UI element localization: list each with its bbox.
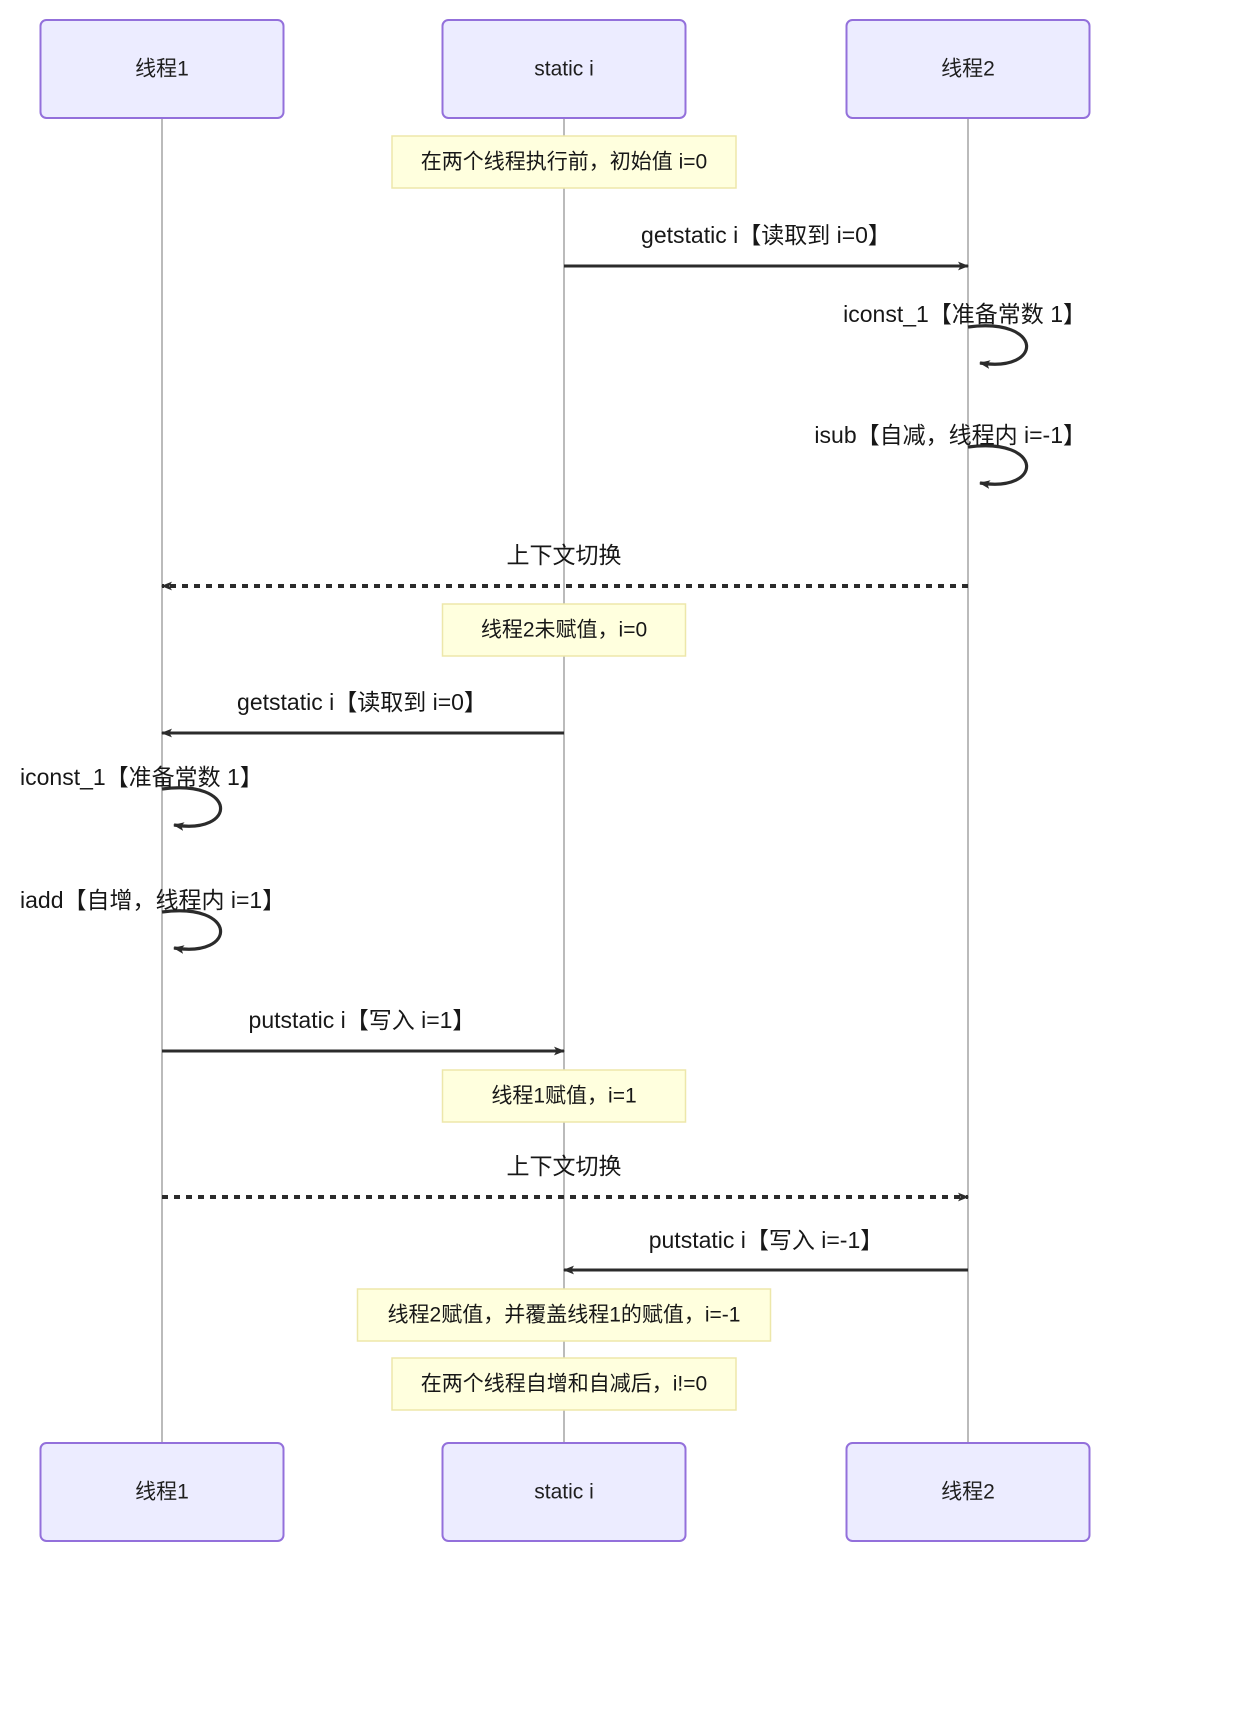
note-note1: 在两个线程执行前，初始值 i=0 bbox=[391, 135, 737, 189]
lifelines-group bbox=[161, 118, 969, 1443]
participant-bottom-box-static[interactable] bbox=[441, 1442, 687, 1542]
message-m10[interactable]: putstatic i【写入 i=-1】 bbox=[563, 1227, 968, 1275]
participant-top-label-static: static i bbox=[534, 58, 594, 81]
participant-top-label-t1: 线程1 bbox=[135, 58, 189, 81]
message-m2[interactable]: iconst_1【准备常数 1】 bbox=[843, 301, 1086, 369]
note-note3: 线程1赋值，i=1 bbox=[441, 1069, 687, 1123]
self-loop-m6 bbox=[161, 786, 223, 831]
note-box-note4 bbox=[356, 1288, 772, 1342]
message-m9[interactable]: 上下文切换 bbox=[162, 1153, 969, 1202]
participant-top-box-t2[interactable] bbox=[845, 19, 1091, 119]
message-label-m4: 上下文切换 bbox=[507, 542, 622, 568]
note-label-note1: 在两个线程执行前，初始值 i=0 bbox=[421, 151, 707, 174]
message-m6[interactable]: iconst_1【准备常数 1】 bbox=[20, 764, 263, 831]
note-box-note5 bbox=[391, 1357, 737, 1411]
note-box-note2 bbox=[441, 603, 687, 657]
note-box-note1 bbox=[391, 135, 737, 189]
notes-group: 在两个线程执行前，初始值 i=0 线程2未赋值，i=0 线程1赋值，i=1 线程2赋值… bbox=[356, 135, 772, 1411]
participant-bottom-label-t1: 线程1 bbox=[135, 1481, 189, 1504]
participant-bottom-box-t1[interactable] bbox=[39, 1442, 285, 1542]
message-m3[interactable]: isub【自减，线程内 i=-1】 bbox=[814, 422, 1086, 489]
message-label-m10: putstatic i【写入 i=-1】 bbox=[649, 1227, 884, 1253]
note-label-note2: 线程2未赋值，i=0 bbox=[481, 619, 647, 642]
message-m7[interactable]: iadd【自增，线程内 i=1】 bbox=[20, 887, 285, 954]
self-loop-m7 bbox=[161, 909, 223, 954]
message-label-m5: getstatic i【读取到 i=0】 bbox=[237, 689, 487, 715]
message-m8[interactable]: putstatic i【写入 i=1】 bbox=[162, 1007, 565, 1056]
note-box-note3 bbox=[441, 1069, 687, 1123]
messages-group: getstatic i【读取到 i=0】 iconst_1【准备常数 1】 isub… bbox=[20, 222, 1086, 1275]
message-label-m1: getstatic i【读取到 i=0】 bbox=[641, 222, 891, 248]
message-label-m9: 上下文切换 bbox=[507, 1153, 622, 1179]
participant-top-label-t2: 线程2 bbox=[941, 58, 995, 81]
bottom-actors-group: 线程1 static i 线程2 bbox=[39, 1442, 1091, 1542]
self-loop-m2 bbox=[967, 324, 1029, 369]
note-note4: 线程2赋值，并覆盖线程1的赋值，i=-1 bbox=[356, 1288, 772, 1342]
participant-bottom-label-static: static i bbox=[534, 1481, 594, 1504]
message-label-m2: iconst_1【准备常数 1】 bbox=[843, 301, 1086, 327]
participant-bottom-box-t2[interactable] bbox=[845, 1442, 1091, 1542]
participant-top-box-static[interactable] bbox=[441, 19, 687, 119]
note-note2: 线程2未赋值，i=0 bbox=[441, 603, 687, 657]
message-label-m8: putstatic i【写入 i=1】 bbox=[249, 1007, 476, 1033]
message-label-m6: iconst_1【准备常数 1】 bbox=[20, 764, 263, 790]
note-note5: 在两个线程自增和自减后，i!=0 bbox=[391, 1357, 737, 1411]
note-label-note4: 线程2赋值，并覆盖线程1的赋值，i=-1 bbox=[388, 1304, 741, 1327]
note-label-note5: 在两个线程自增和自减后，i!=0 bbox=[421, 1373, 707, 1396]
participant-top-box-t1[interactable] bbox=[39, 19, 285, 119]
message-m5[interactable]: getstatic i【读取到 i=0】 bbox=[161, 689, 564, 738]
message-label-m7: iadd【自增，线程内 i=1】 bbox=[20, 887, 285, 913]
self-loop-m3 bbox=[967, 444, 1029, 489]
participant-bottom-label-t2: 线程2 bbox=[941, 1481, 995, 1504]
message-m1[interactable]: getstatic i【读取到 i=0】 bbox=[564, 222, 969, 271]
message-label-m3: isub【自减，线程内 i=-1】 bbox=[814, 422, 1086, 448]
message-m4[interactable]: 上下文切换 bbox=[161, 542, 968, 591]
note-label-note3: 线程1赋值，i=1 bbox=[491, 1085, 636, 1108]
top-actors-group: 线程1 static i 线程2 bbox=[39, 19, 1091, 119]
